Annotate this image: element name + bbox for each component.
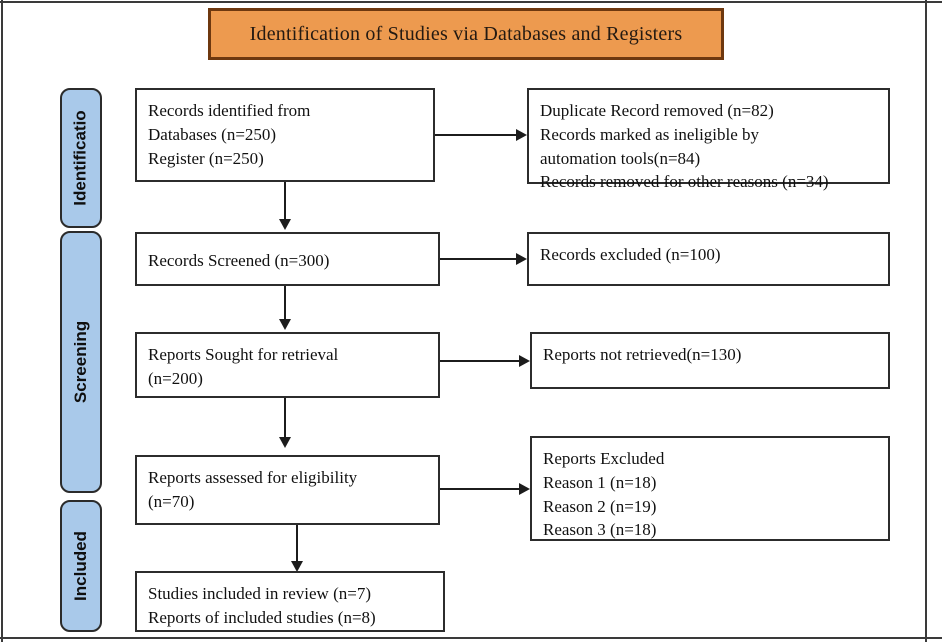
- box-records-excluded: Records excluded (n=100): [527, 232, 890, 286]
- box-reports-not-retrieved: Reports not retrieved(n=130): [530, 332, 890, 389]
- page-title: Identification of Studies via Databases …: [249, 22, 683, 45]
- box-records-removed-line-1: Duplicate Record removed (n=82): [540, 101, 774, 120]
- box-records-screened: Records Screened (n=300): [135, 232, 440, 286]
- connector-identified-to-screened: [284, 182, 286, 221]
- stage-label-included: Included: [60, 500, 102, 632]
- frame-border-top: [0, 1, 942, 3]
- stage-label-included-text: Included: [71, 531, 90, 601]
- box-records-removed-line-4: Records removed for other reasons (n=34): [540, 172, 829, 192]
- box-reports-sought-line-1: Reports Sought for retrieval: [148, 345, 339, 364]
- arrowhead-sought-to-not-retrieved: [519, 355, 530, 367]
- frame-border-bottom: [0, 637, 942, 639]
- box-records-removed-line-3: automation tools(n=84): [540, 148, 701, 168]
- box-records-identified-line-3: Register (n=250): [148, 148, 264, 168]
- box-reports-sought-line-2: (n=200): [148, 368, 203, 388]
- box-records-screened-line-1: Records Screened (n=300): [148, 250, 330, 270]
- box-studies-included: Studies included in review (n=7) Reports…: [135, 571, 445, 632]
- frame-border-left: [1, 0, 3, 642]
- box-reports-excluded-line-4: Reason 3 (n=18): [543, 520, 657, 540]
- box-reports-sought: Reports Sought for retrieval (n=200): [135, 332, 440, 398]
- box-records-identified-line-2: Databases (n=250): [148, 124, 277, 144]
- box-records-identified: Records identified from Databases (n=250…: [135, 88, 435, 182]
- arrowhead-screened-to-excluded: [516, 253, 527, 265]
- box-reports-excluded-line-2: Reason 1 (n=18): [543, 472, 657, 492]
- box-records-removed-line-2: Records marked as ineligible by: [540, 124, 760, 144]
- stage-label-screening: Screening: [60, 231, 102, 493]
- connector-sought-to-assessed: [284, 398, 286, 439]
- box-reports-excluded-line-3: Reason 2 (n=19): [543, 496, 657, 516]
- box-records-removed: Duplicate Record removed (n=82) Records …: [527, 88, 890, 191]
- box-studies-included-line-2: Reports of included studies (n=8): [148, 607, 376, 627]
- arrowhead-assessed-to-included: [291, 561, 303, 572]
- arrowhead-screened-to-sought: [279, 319, 291, 330]
- stage-label-identification: Identificatio: [60, 88, 102, 228]
- connector-screened-to-excluded: [440, 258, 517, 260]
- connector-assessed-to-included: [296, 525, 298, 563]
- stage-label-screening-text: Screening: [71, 320, 91, 404]
- box-reports-assessed-line-1: Reports assessed for eligibility: [148, 468, 358, 487]
- frame-border-right: [925, 0, 927, 642]
- diagram-title-banner: Identification of Studies via Databases …: [208, 8, 724, 60]
- connector-identified-to-removed: [435, 134, 517, 136]
- stage-label-identification-text: Identificatio: [71, 110, 90, 206]
- box-records-excluded-line-1: Records excluded (n=100): [540, 245, 721, 264]
- box-reports-excluded-line-1: Reports Excluded: [543, 449, 665, 468]
- box-reports-assessed: Reports assessed for eligibility (n=70): [135, 455, 440, 525]
- arrowhead-sought-to-assessed: [279, 437, 291, 448]
- box-reports-not-retrieved-line-1: Reports not retrieved(n=130): [543, 345, 742, 364]
- connector-screened-to-sought: [284, 286, 286, 321]
- box-records-identified-line-1: Records identified from: [148, 101, 311, 120]
- connector-assessed-to-excluded: [440, 488, 520, 490]
- box-studies-included-line-1: Studies included in review (n=7): [148, 584, 371, 603]
- box-reports-assessed-line-2: (n=70): [148, 491, 195, 511]
- arrowhead-identified-to-screened: [279, 219, 291, 230]
- arrowhead-assessed-to-excluded: [519, 483, 530, 495]
- arrowhead-identified-to-removed: [516, 129, 527, 141]
- connector-sought-to-not-retrieved: [440, 360, 520, 362]
- box-reports-excluded: Reports Excluded Reason 1 (n=18) Reason …: [530, 436, 890, 541]
